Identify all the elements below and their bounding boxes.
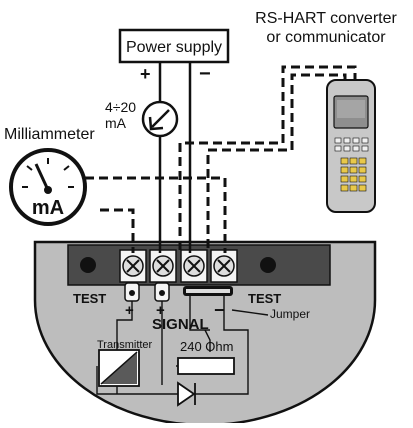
signal-plus-top: + [125, 302, 134, 319]
test-label-right: TEST [248, 291, 281, 306]
converter-label-line1: RS-HART converter [255, 10, 397, 27]
milliammeter-dial-icon [9, 148, 87, 226]
screw-terminal-icon [180, 249, 208, 283]
resistor-icon [177, 357, 235, 375]
current-range-line2: mA [105, 115, 127, 131]
current-source-icon [141, 100, 179, 138]
converter-label-line2: or communicator [266, 29, 386, 46]
signal-plus: + [156, 302, 165, 319]
resistor-label: 240 Ohm [180, 339, 233, 354]
mount-hole-left [80, 257, 96, 273]
screw-terminal-icon [149, 249, 177, 283]
transmitter-icon [98, 349, 140, 387]
signal-label: SIGNAL [152, 316, 209, 333]
power-supply-label: Power supply [126, 39, 222, 56]
screw-terminal-icon [210, 249, 238, 283]
diode-icon [177, 381, 196, 407]
hart-communicator-icon [326, 79, 376, 213]
meter-unit-label: mA [32, 197, 64, 219]
power-plus-sign: + [140, 64, 151, 84]
mount-hole-right [260, 257, 276, 273]
power-minus-sign: − [199, 63, 211, 85]
screw-terminal-icon [119, 249, 147, 283]
test-label-left: TEST [73, 291, 106, 306]
current-range-line1: 4÷20 [105, 99, 136, 115]
jumper-label: Jumper [270, 307, 310, 321]
signal-minus: − [214, 300, 225, 320]
power-supply-box [118, 28, 230, 64]
milliammeter-label: Milliammeter [4, 126, 95, 143]
transmitter-label: Transmitter [97, 339, 153, 351]
